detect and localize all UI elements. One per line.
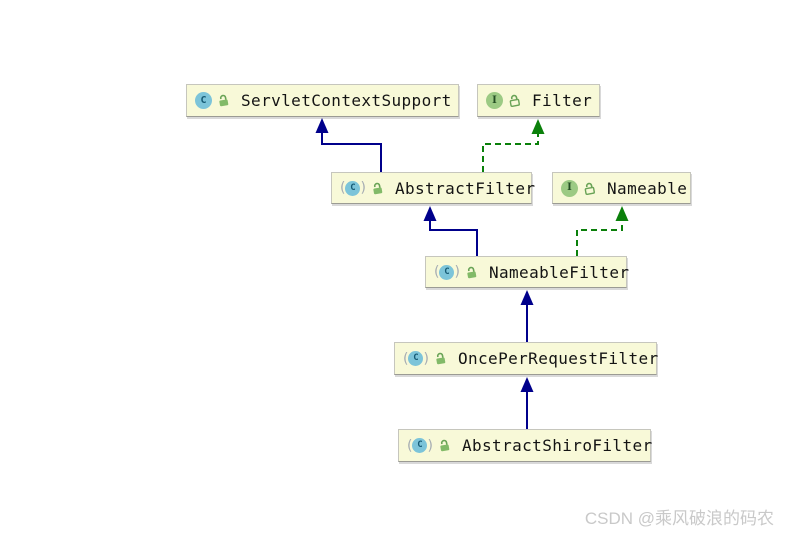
abstract-class-icon: C: [439, 264, 455, 280]
interface-name-label: Nameable: [607, 178, 688, 198]
extends-arrowhead-icon: [423, 206, 437, 221]
class-name-label: AbstractShiroFilter: [461, 436, 653, 455]
public-lock-icon: [440, 439, 450, 452]
abstract-class-icon: C: [345, 180, 361, 196]
class-name-label: ServletContextSupport: [241, 91, 452, 110]
class-name-label: OncePerRequestFilter: [457, 349, 659, 368]
public-lock-icon: [467, 266, 477, 278]
node-filter[interactable]: I Filter: [477, 84, 600, 117]
public-lock-icon: [509, 94, 520, 107]
public-lock-icon: [584, 182, 595, 195]
class-icon: C: [195, 92, 212, 109]
abstract-paren-right: ): [427, 437, 433, 454]
public-lock-icon: [436, 352, 446, 365]
node-nameable-filter[interactable]: ( C ) NameableFilter: [425, 256, 630, 288]
edge-nameablefilter-extends-abstractfilter: [429, 220, 478, 256]
implements-arrowhead-icon: [615, 206, 629, 221]
abstract-paren-left: (: [434, 264, 440, 280]
extends-arrowhead-icon: [520, 377, 534, 392]
abstract-paren-left: (: [407, 437, 413, 454]
extends-arrowhead-icon: [520, 290, 534, 305]
edge-abstractfilter-implements-filter: [482, 134, 539, 172]
node-abstract-filter[interactable]: ( C ) AbstractFilter: [331, 172, 536, 204]
abstract-class-icon: C: [412, 438, 428, 453]
public-lock-icon: [373, 182, 383, 194]
edge-abstractfilter-extends-servletcontextsupport: [321, 132, 382, 172]
node-once-per-request-filter[interactable]: ( C ) OncePerRequestFilter: [394, 342, 659, 375]
abstract-paren-right: ): [423, 350, 429, 367]
interface-name-label: Filter: [532, 91, 593, 110]
node-servlet-context-support[interactable]: C ServletContextSupport: [186, 84, 459, 117]
node-abstract-shiro-filter[interactable]: ( C ) AbstractShiroFilter: [398, 429, 653, 462]
abstract-class-icon: C: [408, 351, 424, 366]
edge-nameablefilter-implements-nameable: [576, 220, 623, 256]
public-lock-icon: [219, 94, 229, 107]
csdn-watermark: CSDN @乘风破浪的码农: [584, 509, 774, 528]
interface-icon: I: [561, 179, 578, 197]
node-nameable[interactable]: I Nameable: [552, 172, 691, 204]
abstract-paren-left: (: [340, 180, 346, 196]
extends-arrowhead-icon: [315, 118, 329, 133]
abstract-paren-right: ): [454, 264, 460, 280]
abstract-paren-right: ): [360, 180, 366, 196]
interface-icon: I: [486, 92, 503, 109]
abstract-paren-left: (: [403, 350, 409, 367]
class-name-label: NameableFilter: [488, 262, 630, 282]
class-name-label: AbstractFilter: [394, 178, 536, 198]
implements-arrowhead-icon: [531, 119, 545, 134]
